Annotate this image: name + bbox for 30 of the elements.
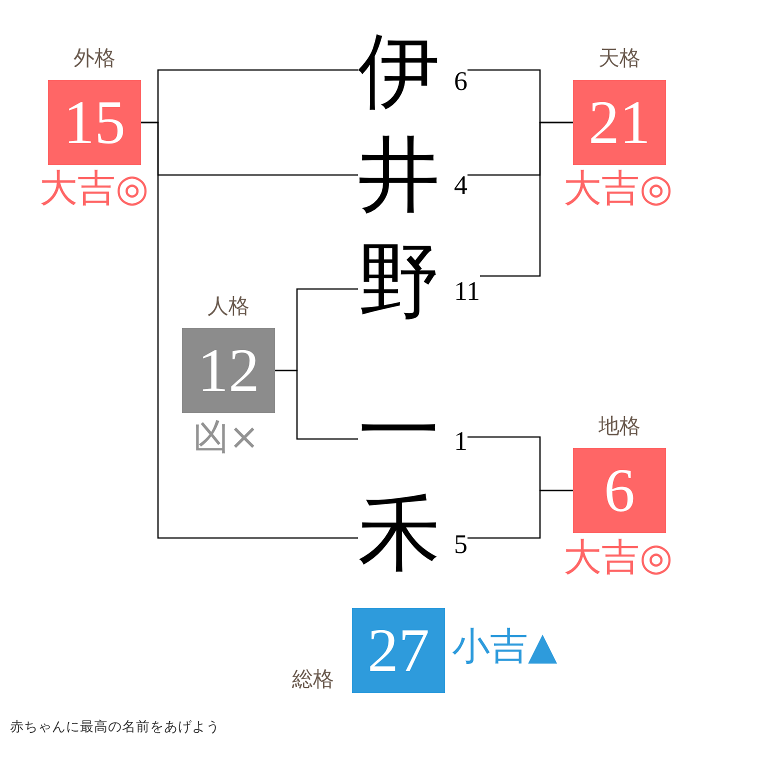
name-character: 禾 xyxy=(358,494,440,576)
stroke-count: 5 xyxy=(454,530,468,558)
score-box: 27 xyxy=(352,608,445,693)
bracket-line xyxy=(480,122,573,277)
fortune-label: 凶× xyxy=(193,418,260,458)
fortune-label: 大吉◎ xyxy=(564,537,673,579)
fortune-label: 大吉◎ xyxy=(40,168,149,210)
category-label: 地格 xyxy=(598,414,640,438)
category-label: 総格 xyxy=(292,667,334,691)
stroke-count: 1 xyxy=(454,428,468,454)
score-box: 6 xyxy=(573,448,666,533)
bracket-line xyxy=(468,490,573,539)
score-box: 12 xyxy=(182,328,275,413)
score-box: 21 xyxy=(573,80,666,165)
bracket-line xyxy=(275,370,358,440)
category-label: 人格 xyxy=(208,294,250,318)
bracket-line xyxy=(141,122,358,539)
stroke-count: 4 xyxy=(454,172,468,198)
stroke-count: 6 xyxy=(454,68,468,94)
category-label: 外格 xyxy=(74,46,116,70)
tagline-text: 赤ちゃんに最高の名前をあげよう xyxy=(10,719,220,736)
fortune-label: 大吉◎ xyxy=(564,168,673,210)
name-character: 野 xyxy=(358,241,440,323)
score-box: 15 xyxy=(48,80,141,165)
category-label: 天格 xyxy=(598,46,640,70)
stroke-count: 11 xyxy=(454,278,480,304)
name-character: 井 xyxy=(358,135,440,217)
name-character: 一 xyxy=(358,391,440,473)
name-character: 伊 xyxy=(358,31,440,113)
fortune-label: 小吉▲ xyxy=(452,626,558,668)
